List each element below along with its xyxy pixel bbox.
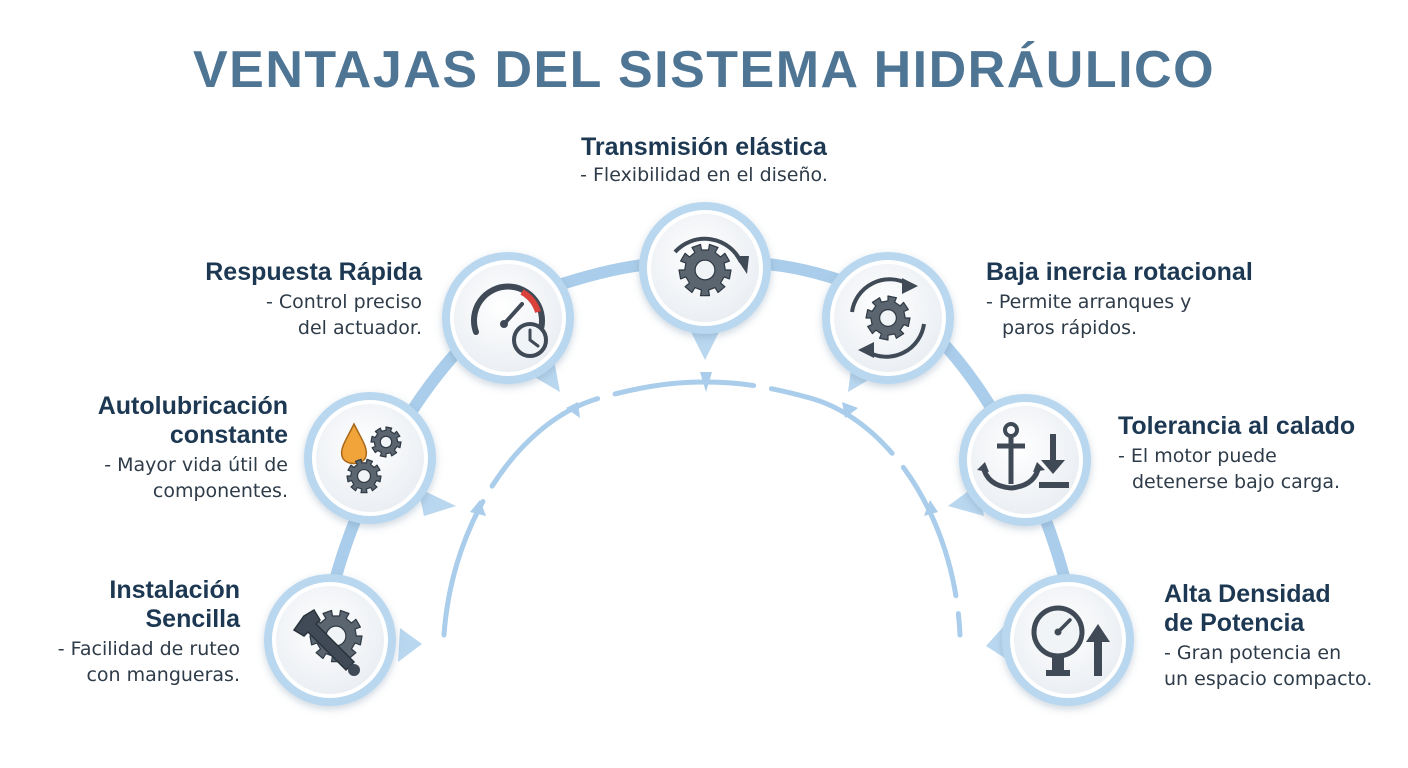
bubble-respuesta <box>442 252 574 392</box>
bubble-calado <box>948 394 1091 526</box>
label-title: Respuesta Rápida <box>205 258 422 286</box>
inner-arc-markers <box>470 372 938 516</box>
label-inercia: Baja inercia rotacional - Permite arranq… <box>986 258 1316 341</box>
label-title: Transmisión elástica <box>581 133 827 161</box>
gear-arrow-icon <box>673 236 749 297</box>
bubble-densidad <box>986 574 1134 706</box>
bubble-disc <box>316 404 424 512</box>
bubble-instalacion <box>264 574 422 706</box>
label-title: Tolerancia al calado <box>1118 412 1356 440</box>
label-description: - Flexibilidad en el diseño. <box>580 164 828 186</box>
bubble-tail <box>418 488 456 516</box>
bubble-inercia <box>822 252 954 392</box>
inner-arc <box>441 379 963 638</box>
wrench-gear-icon <box>292 608 363 676</box>
oil-drop-gears-icon <box>340 422 402 494</box>
label-transmision: Transmisión elástica - Flexibilidad en e… <box>534 133 874 188</box>
label-title: Baja inercia rotacional <box>986 258 1253 286</box>
page-title: VENTAJAS DEL SISTEMA HIDRÁULICO <box>192 41 1216 99</box>
bubble-tail <box>398 628 422 662</box>
gauge-arrow-up-icon <box>1031 605 1110 676</box>
bubble-tail <box>526 360 560 392</box>
bubble-transmision <box>639 202 771 360</box>
anchor-down-icon <box>977 422 1069 491</box>
gear-cycle-icon <box>850 277 926 359</box>
bubble-autolubricacion <box>304 392 456 524</box>
speedometer-clock-icon <box>471 283 548 358</box>
bubble-tail <box>690 330 720 360</box>
